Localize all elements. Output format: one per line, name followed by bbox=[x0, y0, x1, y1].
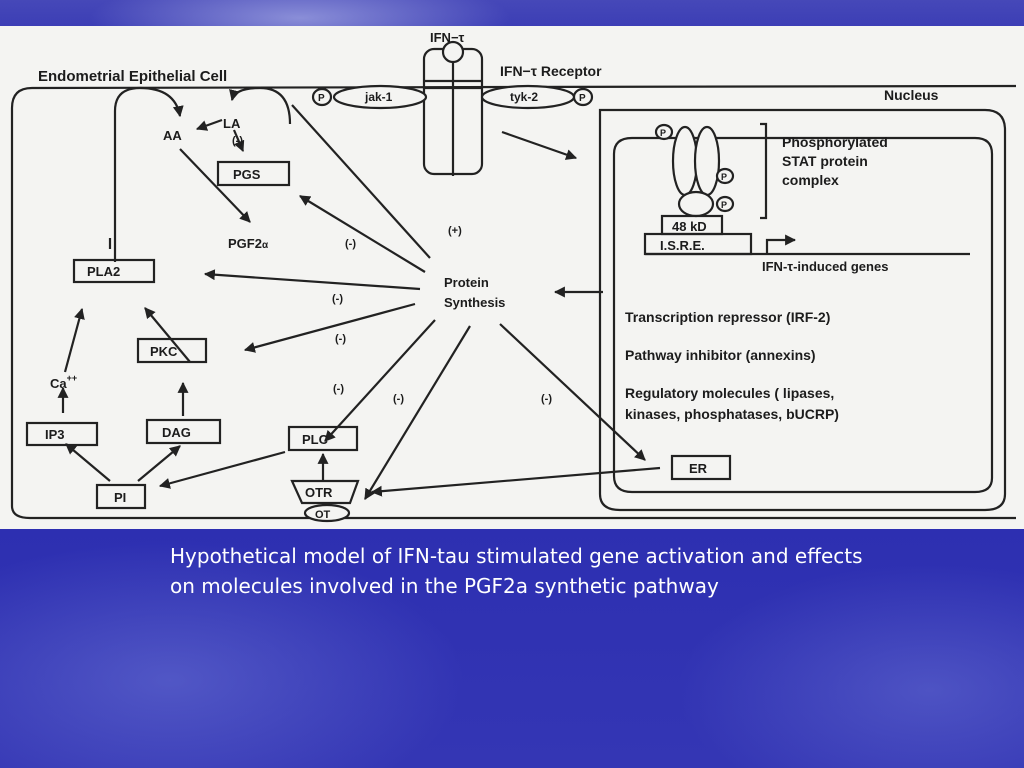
label-48kd: 48 kD bbox=[672, 219, 707, 234]
caption-line-1: Hypothetical model of IFN-tau stimulated… bbox=[170, 544, 863, 568]
phospho-jak: P bbox=[318, 93, 325, 104]
induced-genes-label: IFN-τ-induced genes bbox=[762, 259, 888, 274]
sign-pkc: (-) bbox=[335, 333, 346, 345]
node-ip3 bbox=[25, 421, 99, 447]
phospho-stat-1: P bbox=[660, 128, 666, 138]
node-pla2 bbox=[72, 258, 156, 284]
tyk2-label: tyk-2 bbox=[510, 90, 538, 104]
sign-er: (-) bbox=[541, 393, 552, 405]
sign-plc: (-) bbox=[333, 383, 344, 395]
pgf2a-sub: α bbox=[262, 240, 269, 251]
sign-pgs: (-) bbox=[345, 238, 356, 250]
stat-label-line2: STAT protein bbox=[782, 153, 868, 169]
ligand-label: IFN−τ bbox=[430, 30, 465, 45]
sign-plus: (+) bbox=[448, 225, 462, 237]
sign-otr: (-) bbox=[393, 393, 404, 405]
stat-label-line3: complex bbox=[782, 172, 839, 188]
product-regulatory-1: Regulatory molecules ( lipases, bbox=[625, 385, 834, 401]
product-irf2: Transcription repressor (IRF-2) bbox=[625, 309, 830, 325]
caption-line-2: on molecules involved in the PGF2a synth… bbox=[170, 574, 719, 598]
node-dag bbox=[145, 418, 222, 445]
label-pi: PI bbox=[114, 490, 126, 505]
label-la: LA bbox=[223, 116, 241, 131]
node-er bbox=[670, 454, 732, 481]
sign-pla2: (-) bbox=[332, 293, 343, 305]
ca-main: Ca bbox=[50, 376, 67, 391]
phospho-stat-2: P bbox=[721, 172, 727, 182]
pgf2a-main: PGF2 bbox=[228, 236, 262, 251]
receptor-label: IFN−τ Receptor bbox=[500, 63, 602, 79]
label-pla2: PLA2 bbox=[87, 264, 120, 279]
label-pkc: PKC bbox=[150, 344, 178, 359]
label-ca: Ca++ bbox=[50, 373, 77, 391]
label-aa: AA bbox=[163, 128, 182, 143]
stat-label-line1: Phosphorylated bbox=[782, 134, 888, 150]
node-pgs bbox=[216, 160, 291, 187]
node-ot bbox=[303, 503, 351, 523]
label-otr: OTR bbox=[305, 485, 333, 500]
label-pgs: PGS bbox=[233, 167, 261, 182]
label-ot: OT bbox=[315, 509, 331, 521]
node-pkc bbox=[136, 337, 208, 364]
sign-la-pgs: (-) bbox=[232, 135, 243, 147]
node-plc bbox=[287, 425, 359, 452]
node-otr bbox=[290, 479, 360, 505]
product-annexins: Pathway inhibitor (annexins) bbox=[625, 347, 816, 363]
jak1-ellipse bbox=[332, 84, 428, 110]
phospho-stat-3: P bbox=[721, 200, 727, 210]
nucleus-label: Nucleus bbox=[884, 87, 939, 103]
nucleus-inner bbox=[612, 136, 994, 494]
node-pi bbox=[95, 483, 147, 510]
label-dag: DAG bbox=[162, 425, 191, 440]
ca-sup: ++ bbox=[67, 373, 78, 383]
cell-membrane bbox=[10, 84, 1017, 520]
product-regulatory-2: kinases, phosphatases, bUCRP) bbox=[625, 406, 839, 422]
jak1-label: jak-1 bbox=[364, 90, 393, 104]
protein-synthesis-line1: Protein bbox=[444, 275, 489, 290]
label-ip3: IP3 bbox=[45, 427, 65, 442]
ifn-tau-ligand bbox=[441, 40, 465, 64]
pathway-diagram-svg: Endometrial Epithelial Cell IFN−τ IFN−τ … bbox=[10, 30, 1017, 523]
pathway-diagram: Endometrial Epithelial Cell IFN−τ IFN−τ … bbox=[0, 26, 1024, 529]
protein-synthesis-line2: Synthesis bbox=[444, 295, 505, 310]
phospho-tyk: P bbox=[579, 93, 586, 104]
cell-label: Endometrial Epithelial Cell bbox=[38, 68, 227, 85]
slide-caption: Hypothetical model of IFN-tau stimulated… bbox=[170, 541, 990, 601]
label-plc: PLC bbox=[302, 432, 329, 447]
nucleus-outer bbox=[598, 108, 1007, 512]
label-pgf2a: PGF2α bbox=[228, 236, 269, 251]
label-isre: I.S.R.E. bbox=[660, 238, 705, 253]
label-er: ER bbox=[689, 461, 708, 476]
